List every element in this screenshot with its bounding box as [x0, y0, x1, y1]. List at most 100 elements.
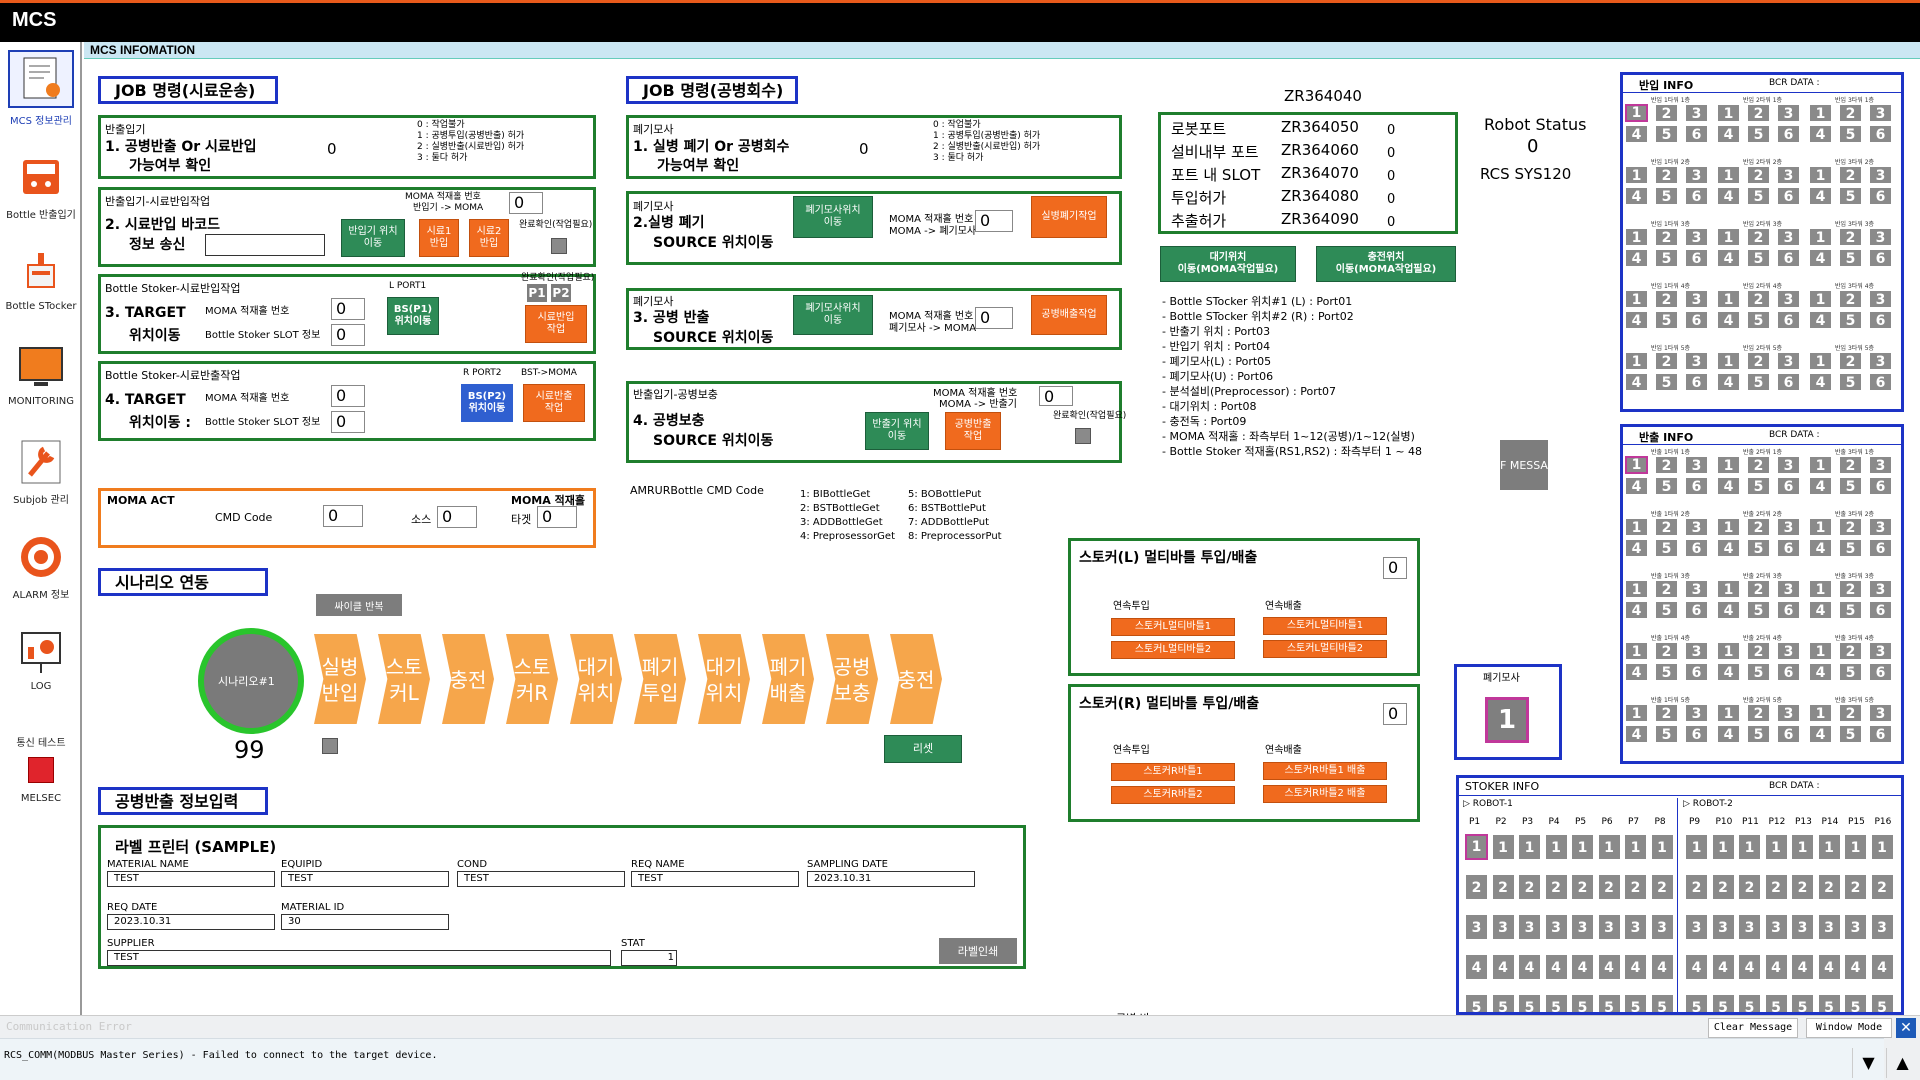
slot-cell[interactable]: 5 [1655, 373, 1678, 391]
slot-cell[interactable]: 5 [1839, 125, 1862, 143]
sidebar-item-comm-test[interactable]: 통신 테스트 [0, 734, 82, 749]
slot-cell[interactable]: 4 [1809, 125, 1832, 143]
stocker-l-out1-button[interactable]: 스토커L멀티바틀1 [1263, 617, 1387, 635]
stoker-slot-cell[interactable]: 2 [1764, 874, 1788, 900]
stoker-slot-cell[interactable]: 1 [1844, 834, 1867, 860]
slot-cell[interactable]: 1 [1809, 352, 1832, 370]
slot-cell[interactable]: 5 [1655, 601, 1678, 619]
slot-cell[interactable]: 2 [1839, 456, 1862, 474]
slot-cell[interactable]: 2 [1655, 580, 1678, 598]
slot-cell[interactable]: 6 [1685, 249, 1708, 267]
sampling-date-input[interactable]: 2023.10.31 [807, 871, 975, 887]
stoker-slot-cell[interactable]: 3 [1791, 914, 1814, 940]
stoker-slot-cell[interactable]: 3 [1738, 914, 1761, 940]
bs-p2-move-button[interactable]: BS(P2) 위치이동 [461, 384, 513, 422]
stoker-slot-cell[interactable]: 3 [1844, 914, 1867, 940]
slot-cell[interactable]: 6 [1869, 725, 1892, 743]
slot-cell[interactable]: 2 [1655, 228, 1678, 246]
stoker-slot-cell[interactable]: 5 [1711, 994, 1735, 1012]
slot-cell[interactable]: 3 [1777, 456, 1800, 474]
slot-cell[interactable]: 1 [1625, 642, 1648, 660]
moma-number-input[interactable]: 0 [331, 298, 365, 320]
slot-cell[interactable]: 2 [1655, 518, 1678, 536]
stoker-slot-cell[interactable]: 2 [1518, 874, 1541, 900]
slot-cell[interactable]: 1 [1625, 290, 1648, 308]
slot-cell[interactable]: 4 [1717, 725, 1740, 743]
slot-cell[interactable]: 3 [1777, 642, 1800, 660]
stoker-slot-cell[interactable]: 2 [1817, 874, 1841, 900]
stoker-slot-cell[interactable]: 2 [1571, 874, 1594, 900]
slot-cell[interactable]: 1 [1625, 456, 1648, 474]
stocker-r-out1-button[interactable]: 스토커R바틀1 배출 [1263, 762, 1387, 780]
sidebar-item-melsec[interactable]: MELSEC [0, 754, 82, 804]
stoker-slot-cell[interactable]: 1 [1650, 834, 1674, 860]
slot-cell[interactable]: 3 [1685, 166, 1708, 184]
slot-cell[interactable]: 6 [1685, 539, 1708, 557]
stoker-slot-cell[interactable]: 4 [1870, 954, 1894, 980]
sidebar-item-bottle-stocker[interactable]: Bottle STocker [0, 247, 82, 312]
sample2-in-button[interactable]: 시료2 반입 [469, 219, 509, 257]
slot-cell[interactable]: 6 [1685, 311, 1708, 329]
stoker-slot-cell[interactable]: 4 [1711, 954, 1735, 980]
stoker-slot-cell[interactable]: 1 [1764, 834, 1788, 860]
stoker-slot-cell[interactable]: 4 [1685, 954, 1708, 980]
slot-cell[interactable]: 2 [1655, 104, 1678, 122]
slot-cell[interactable]: 3 [1685, 352, 1708, 370]
slot-cell[interactable]: 3 [1685, 518, 1708, 536]
stoker-slot-cell[interactable]: 5 [1817, 994, 1841, 1012]
slot-cell[interactable]: 6 [1777, 125, 1800, 143]
waste-value[interactable]: 1 [1485, 697, 1529, 743]
stoker-slot-cell[interactable]: 2 [1544, 874, 1568, 900]
stoker-slot-cell[interactable]: 5 [1844, 994, 1867, 1012]
slot-cell[interactable]: 5 [1655, 125, 1678, 143]
stocker-r-out2-button[interactable]: 스토커R바틀2 배출 [1263, 785, 1387, 803]
slot-cell[interactable]: 2 [1839, 518, 1862, 536]
slot-cell[interactable]: 1 [1625, 104, 1648, 122]
move-to-charge-button[interactable]: 충전위치 이동(MOMA작업필요) [1316, 246, 1456, 282]
slot-cell[interactable]: 1 [1625, 352, 1648, 370]
stoker-slot-cell[interactable]: 2 [1738, 874, 1761, 900]
slot-cell[interactable]: 4 [1717, 477, 1740, 495]
stoker-slot-cell[interactable]: 2 [1465, 874, 1488, 900]
stoker-slot-cell[interactable]: 2 [1711, 874, 1735, 900]
stoker-slot-cell[interactable]: 2 [1650, 874, 1674, 900]
slot-cell[interactable]: 6 [1869, 601, 1892, 619]
slot-cell[interactable]: 1 [1625, 518, 1648, 536]
stoker-slot-cell[interactable]: 4 [1817, 954, 1841, 980]
cycle-repeat-button[interactable]: 싸이클 반복 [316, 594, 402, 616]
stoker-slot-cell[interactable]: 4 [1791, 954, 1814, 980]
clear-message-button[interactable]: Clear Message [1708, 1018, 1798, 1038]
cmd-code-input[interactable]: 0 [323, 505, 363, 527]
slot-cell[interactable]: 5 [1655, 249, 1678, 267]
window-mode-button[interactable]: Window Mode [1806, 1018, 1892, 1038]
slot-cell[interactable]: 1 [1717, 704, 1740, 722]
stocker-l-in1-button[interactable]: 스토커L멀티바틀1 [1111, 618, 1235, 636]
slot-cell[interactable]: 1 [1809, 104, 1832, 122]
slot-cell[interactable]: 5 [1655, 539, 1678, 557]
slot-cell[interactable]: 2 [1839, 704, 1862, 722]
slot-cell[interactable]: 4 [1625, 249, 1648, 267]
slot-cell[interactable]: 5 [1839, 663, 1862, 681]
slot-cell[interactable]: 3 [1869, 352, 1892, 370]
slot-cell[interactable]: 5 [1747, 539, 1770, 557]
slot-cell[interactable]: 5 [1839, 311, 1862, 329]
stoker-slot-cell[interactable]: 1 [1491, 834, 1515, 860]
stoker-slot-cell[interactable]: 3 [1571, 914, 1594, 940]
slot-cell[interactable]: 2 [1655, 456, 1678, 474]
slot-cell[interactable]: 3 [1777, 228, 1800, 246]
slot-cell[interactable]: 6 [1869, 477, 1892, 495]
slot-cell[interactable]: 5 [1747, 663, 1770, 681]
slot-cell[interactable]: 3 [1685, 228, 1708, 246]
slot-cell[interactable]: 6 [1685, 373, 1708, 391]
slot-cell[interactable]: 3 [1869, 456, 1892, 474]
slot-cell[interactable]: 2 [1747, 456, 1770, 474]
slot-cell[interactable]: 3 [1869, 166, 1892, 184]
stoker-slot-cell[interactable]: 4 [1465, 954, 1488, 980]
slot-cell[interactable]: 3 [1777, 704, 1800, 722]
slot-cell[interactable]: 1 [1809, 518, 1832, 536]
slot-cell[interactable]: 5 [1839, 539, 1862, 557]
slot-cell[interactable]: 1 [1717, 290, 1740, 308]
stoker-slot-cell[interactable]: 5 [1764, 994, 1788, 1012]
stoker-slot-cell[interactable]: 2 [1791, 874, 1814, 900]
stoker-slot-cell[interactable]: 3 [1685, 914, 1708, 940]
